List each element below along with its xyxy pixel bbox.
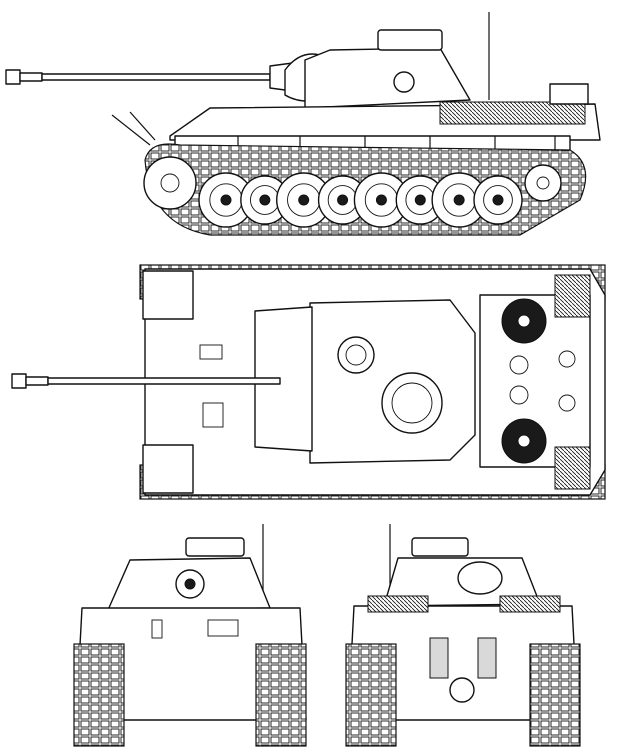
engine-fan xyxy=(501,418,547,464)
commander-cupola xyxy=(377,29,443,51)
engine-fans xyxy=(501,298,547,464)
road-wheels xyxy=(198,172,523,228)
main-gun xyxy=(5,61,301,93)
main-gun-top xyxy=(11,373,281,389)
road-wheel xyxy=(395,175,445,225)
track-rear-right xyxy=(529,643,581,747)
road-wheel xyxy=(276,172,332,228)
top-view xyxy=(11,264,606,500)
road-wheel xyxy=(353,172,410,228)
front-box-left xyxy=(142,270,194,320)
turret-rear-hatch xyxy=(457,561,503,595)
road-wheel xyxy=(431,172,487,228)
mantlet-top xyxy=(254,306,313,452)
track-rear-left xyxy=(345,643,397,747)
road-wheel xyxy=(473,175,523,225)
rear-deck-tracks xyxy=(439,101,586,125)
turret xyxy=(304,47,471,109)
road-wheel xyxy=(317,175,368,225)
exhaust-left xyxy=(429,637,449,679)
front-view xyxy=(73,524,307,747)
track-front-right xyxy=(255,643,307,747)
track-front-left xyxy=(73,643,125,747)
front-box-right xyxy=(142,444,194,494)
cupola-rear xyxy=(411,537,469,557)
exhaust-right xyxy=(477,637,497,679)
side-view xyxy=(5,12,601,236)
cupola-front xyxy=(185,537,245,557)
pistol-port xyxy=(393,71,415,93)
rear-view xyxy=(345,524,581,747)
engine-fan xyxy=(501,298,547,344)
exhaust xyxy=(549,83,589,105)
